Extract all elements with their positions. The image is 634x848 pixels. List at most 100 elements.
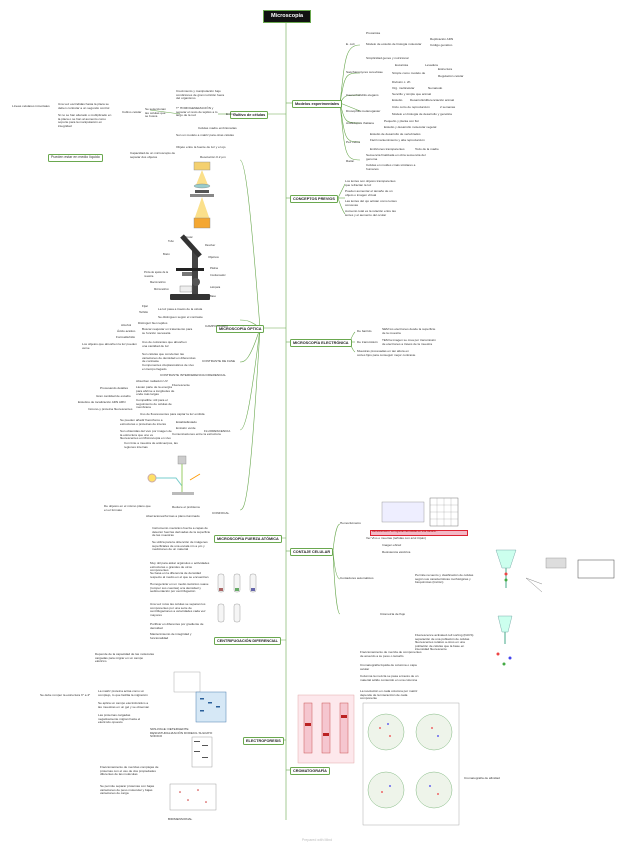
fase-item: Componentes citoplasmáticos de vivo en t… — [142, 363, 194, 371]
centri-item: Se basa en la diferencia de densidad res… — [150, 571, 209, 579]
pez-item: Fácil mantenimiento y alta reproducción — [370, 138, 425, 142]
ecoli-item: Modelo de estudio de biología molecular — [366, 42, 422, 46]
interf-item: Absorben radiación UV — [136, 379, 168, 383]
cultivo-enzima: Enzima — [226, 112, 237, 116]
micro-label: Base — [210, 295, 216, 298]
ecoli-item: Replicación ADN — [430, 37, 454, 41]
sacch-item: Estructura — [438, 67, 453, 71]
map-title[interactable]: Microscopía — [263, 10, 311, 23]
optica-campo-claro: CAMPO CLARO — [205, 324, 228, 328]
electro-carga: Se debe romper la estructura 3° a 4° — [40, 693, 91, 697]
topic-electronica[interactable]: MICROSCOPÍA ELECTRÓNICA — [290, 339, 352, 347]
confocal-item: De objetos en el mismo plano que en el f… — [104, 504, 151, 512]
pez-item: Estudio de desarrollo de vertebrados — [370, 132, 421, 136]
topic-contaje[interactable]: CONTAJE CELULAR — [290, 548, 334, 556]
contaje-hemo: Hemocitómetro — [340, 521, 361, 525]
caeno-label: Caenorhabditis elegans — [346, 93, 379, 97]
droso-item: 2 semanas — [440, 105, 456, 109]
hemocytometer-image — [381, 497, 459, 527]
campo-item: La luz pasa a través de la célula — [158, 307, 203, 311]
micro-label: Ocular — [185, 236, 193, 239]
campo-item: Fijar — [142, 304, 149, 308]
campo-item: Se distinguen según el contraste — [158, 315, 203, 319]
fluor-item: Comunicaciones entre la estructura — [172, 432, 221, 436]
hemo-highlight — [370, 530, 468, 536]
cultivo-mid: Se seleccionan las células que se busca — [145, 107, 166, 119]
micro-label: Lámpara — [210, 286, 221, 289]
fluor-item: Con tinte a muestra de anticuerpos, las … — [124, 441, 178, 449]
cultivo-mid: Cultivo celular — [122, 110, 142, 114]
droso-item: Ciclo corto de reproducción — [392, 105, 430, 109]
cultivo-mid: Crecimiento y manipulación bajo condicio… — [176, 89, 225, 101]
cultivo-mid: Células madre embrionarias — [198, 126, 237, 130]
pez-item: Todo de la madre — [415, 147, 439, 151]
ecoli-item: Procariota — [366, 31, 381, 35]
croma-caption: Cromatografía de afinidad — [464, 776, 500, 780]
centri-item: Mantenimiento de integridad y funcionali… — [150, 632, 192, 640]
croma-item: Cromatografía líquida de columna o capa … — [360, 663, 417, 671]
raton-label: Ratón — [346, 159, 355, 163]
centri-item: Purificar en diferentes por gradiente de… — [150, 622, 204, 630]
topic-cromatografia[interactable]: CROMATOGRAFÍA — [290, 767, 330, 775]
fluor-item: Emisión verde — [176, 426, 196, 430]
bidim-text: Fraccionamiento de mezclas complejas de … — [100, 765, 159, 777]
fluor-item: Son obtenidas del vivo por imagen de la … — [120, 429, 172, 441]
conceptos-item: Aumento total es la relación entre las l… — [345, 209, 396, 217]
droso-label: Drosophila melanogaster — [346, 109, 381, 113]
croma-item: La resolución en cada columna por matriz… — [360, 689, 418, 701]
pez-item: Embriones transparentes — [370, 147, 405, 151]
confocal-item: Reduce el problema — [172, 505, 200, 509]
gel-image — [173, 671, 227, 723]
campo-item: Distinguir bien tejidos — [138, 321, 168, 325]
campo-item: Alcohol — [121, 323, 132, 327]
topic-conceptos[interactable]: CONCEPTOS PREVIOS — [290, 195, 338, 203]
interf-item: Compatible: útil para el seguimiento de … — [136, 398, 172, 410]
microscope-image — [170, 234, 210, 300]
arabi-label: Arabidopsis thaliana — [346, 121, 374, 125]
interf-item: Procesando detalles — [100, 386, 129, 390]
caeno-item: Org. multicelular — [392, 86, 415, 90]
centrifuge-tubes-image — [217, 573, 257, 623]
footer-text: Prepared with Mind — [301, 838, 333, 842]
caeno-item: Desarrollo/diferenciación animal — [410, 98, 455, 102]
elec-trans-text: TEM la imagen se crea por transmisión de… — [382, 338, 436, 346]
campo-item: Ácido acético — [117, 329, 136, 333]
topic-optica[interactable]: MICROSCOPÍA ÓPTICA — [216, 325, 265, 333]
flow-cytometry-image — [495, 549, 615, 593]
topic-fuerza[interactable]: MICROSCOPÍA FUERZA ATÓMICA — [214, 535, 282, 543]
cultivo-liquido[interactable]: Pueden estar en medio líquido — [48, 154, 103, 162]
caeno-item: Estudio — [392, 98, 403, 102]
campo-item: Buscar reajustar un tratamiento para su … — [142, 327, 193, 335]
bidim-label: BIDIMENSIONAL — [168, 817, 193, 821]
topic-modelos[interactable]: Modelos experimentales — [292, 100, 343, 108]
cultivo-left: Una vez escindidas hasta la placa se deb… — [58, 102, 110, 110]
conceptos-item: Las lentes del ojo actúan como lentes co… — [345, 199, 397, 207]
conceptos-item: Los lentes son objetos transparentes que… — [345, 179, 396, 187]
interf-item: Gran cantidad de estudio — [96, 394, 131, 398]
bidim-text2: Se permite separar proteínas con bajas v… — [100, 784, 155, 796]
chromatography-columns-image — [297, 694, 355, 764]
contaje-imagen: Imagen eficaz — [382, 543, 402, 547]
sacch-item: Levadura — [425, 63, 438, 67]
raton-item: Secuencia finalizada en obra secuencia d… — [366, 153, 426, 161]
conceptos-item: Pueden aumentar el tamaño de un objeto o… — [345, 189, 393, 197]
campo-item: Teñido — [139, 310, 149, 314]
bidim-image — [169, 783, 217, 811]
optica-resolucion: Resolución 0.2 µm — [200, 155, 226, 159]
optica-fluorescencia: FLUORESCENCIA — [204, 429, 231, 433]
micro-label: Condensador — [210, 274, 226, 277]
sacch-item: División c. 2h — [392, 80, 411, 84]
electro-sds: SDS-PAGE: DETERGENTE DESNATURALIZACIÓN D… — [150, 727, 213, 739]
electro-item: La matriz proteína actúa como un complej… — [98, 689, 148, 697]
croma-item: Fraccionamiento de mezcla de componentes… — [360, 650, 422, 658]
topic-centrifugacion[interactable]: CENTRIFUGACIÓN DIFERENCIAL — [214, 637, 281, 645]
centri-item: Una vez rotos las células se separan los… — [150, 602, 206, 617]
micro-label: Pinza de ajuste de la muestra — [144, 271, 169, 278]
optica-capacidad: Capacidad de un microscopio de separar d… — [130, 151, 176, 159]
confocal-item: Aberraciones/formas a plano iluminado — [146, 514, 200, 518]
optica-confocal: CONFOCAL — [212, 511, 230, 515]
topic-electroforesis[interactable]: ELECTROFORESIS — [243, 737, 284, 745]
topic-cultivo[interactable]: Cultivo de células — [230, 111, 269, 119]
optica-interferencia: CONTRASTE INTERFERENCIA DIFERENCIAL — [160, 373, 227, 377]
